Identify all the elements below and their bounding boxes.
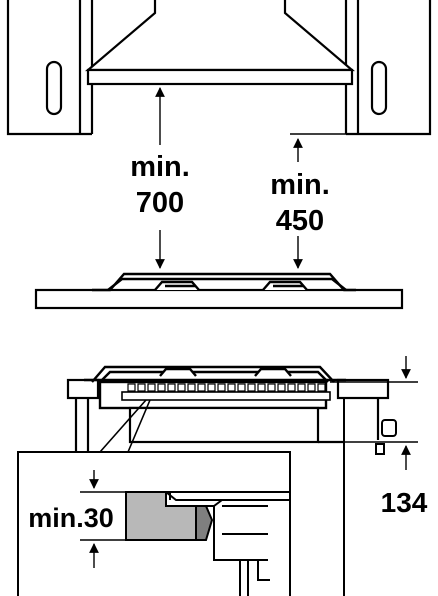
depth-dimension [330,356,418,470]
cabinet-clearance-label-value: 450 [276,205,324,237]
hob-top-view [92,272,356,292]
cabinet-clearance-dimension [290,133,350,269]
hood-clearance-label-min: min. [130,151,190,183]
wall-cabinet-left [6,0,94,136]
hob-grill-pattern [127,383,326,392]
hood-clearance-label-value: 700 [136,187,184,219]
side-fitting [343,398,397,596]
depth-label: 134 [381,487,428,518]
range-hood [85,0,355,86]
side-clearance-label: min.30 [28,503,114,533]
countertop-top-view [34,288,404,310]
detail-inset: min.30 [17,451,291,596]
wall-cabinet-right [344,0,432,136]
counter-section [66,378,390,470]
hob-body-section [128,406,344,444]
detail-leader [99,399,151,453]
cabinet-clearance-label-min: min. [270,169,330,201]
